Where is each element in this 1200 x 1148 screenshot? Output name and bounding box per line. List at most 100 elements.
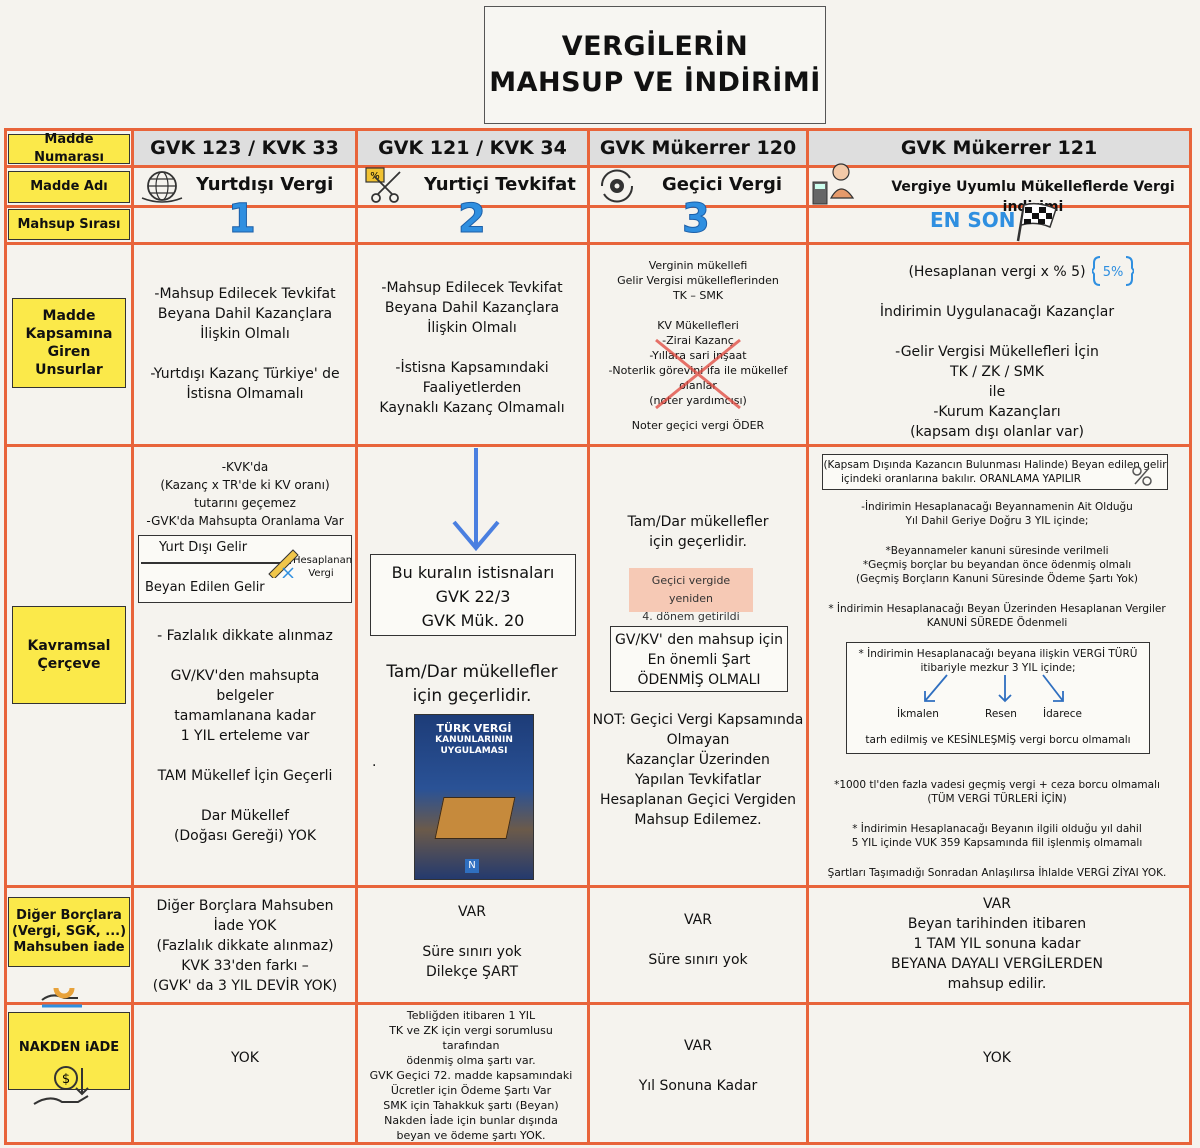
book-title-1: TÜRK VERGİ [436, 722, 512, 735]
row-label-nakden-text: NAKDEN iADE [18, 1040, 120, 1055]
hand-magnet-icon [41, 987, 82, 1008]
formula-denominator: Beyan Edilen Gelir [145, 580, 265, 595]
text-line: ÖDENMİŞ OLMALI [637, 672, 761, 688]
row-label-madde-numarasi: Madde Numarası [8, 132, 130, 165]
text-line: VAR [458, 904, 486, 920]
col-3-name: Geçici Vergi [662, 174, 783, 195]
text-line: Süre sınırı yok [422, 944, 522, 960]
text-line: KANUNİ SÜREDE Ödenmeli [926, 617, 1068, 629]
text-line: Beyana Dahil Kazançlara [157, 306, 333, 322]
text-line: -Mahsup Edilecek Tevkifat [154, 286, 336, 302]
odenmis-box: GV/KV' den mahsup için En önemli Şart ÖD… [610, 626, 788, 692]
scissors-percent-icon: % [365, 167, 401, 203]
text-line: Nakden İade için bunlar dışında [384, 1114, 558, 1127]
accountant-icon [812, 163, 855, 205]
text-line: TK ve ZK için vergi sorumlusu tarafından [389, 1024, 553, 1052]
text-line: *Beyannameler kanuni süresinde verilmeli [885, 545, 1109, 557]
svg-text:5%: 5% [1103, 265, 1124, 280]
grid-line [4, 205, 1192, 208]
text-line: -İstisna Kapsamındaki [395, 360, 549, 376]
kesinlesmis-text: tarh edilmiş ve KESİNLEŞMİŞ vergi borcu … [865, 734, 1131, 746]
diger-col-1: Diğer Borçlara Mahsuben İade YOK (Fazlal… [140, 896, 350, 996]
text-line: ödenmiş olma şartı var. [406, 1054, 536, 1067]
text-line: -İndirimin Hesaplanacağı Beyannamenin Ai… [861, 501, 1133, 513]
fraction-line [141, 562, 291, 564]
text-line: NOT: Geçici Vergi Kapsamında [592, 712, 804, 728]
text-line: 1 YIL erteleme var [180, 728, 310, 744]
hand-coin-icon: $ [33, 1066, 89, 1105]
grid-line [4, 1002, 1192, 1005]
text-line: GVK 22/3 [435, 587, 511, 606]
text-line: * İndirimin Hesaplanacağı beyana ilişkin… [858, 648, 1138, 660]
order-number-3: 3 [682, 196, 711, 243]
text-line: itibariyle mezkur 3 YIL içinde; [920, 662, 1076, 674]
diger-col-4: VAR Beyan tarihinden itibaren 1 TAM YIL … [812, 894, 1182, 994]
grid-line [4, 128, 7, 1144]
globe-icon [141, 171, 183, 203]
text-line: * İndirimin Hesaplanacağı Beyan Üzerinde… [828, 603, 1166, 615]
kavramsal-col-3-bottom: NOT: Geçici Vergi Kapsamında Olmayan Kaz… [592, 710, 804, 830]
text-line: (kapsam dışı olanlar var) [910, 424, 1084, 440]
nakden-col-3: VAR Yıl Sonuna Kadar [592, 1036, 804, 1096]
kavramsal-col-4-p1: -İndirimin Hesaplanacağı Beyannamenin Ai… [812, 500, 1182, 528]
text-line: Bu kuralın istisnaları [391, 563, 555, 582]
order-en-son: EN SON [930, 208, 1016, 232]
text-line: SMK için Tahakkuk şartı (Beyan) [383, 1099, 559, 1112]
row-label-madde-adi: Madde Adı [8, 171, 130, 203]
text-line: KVK 33'den farkı – [181, 958, 309, 974]
text-line: tutarını geçemez [194, 496, 296, 510]
text-line: Faaliyetlerden [422, 380, 522, 396]
row-label-kavramsal: Kavramsal Çerçeve [12, 606, 126, 704]
pencil-icon [268, 549, 299, 578]
percent-icon [1132, 466, 1152, 486]
text-line: Yapılan Tevkifatlar [634, 772, 762, 788]
text-line: TAM Mükellef İçin Geçerli [157, 768, 333, 784]
text-line: Tam/Dar mükellefler [627, 514, 769, 530]
oranlama-box: (Kapsam Dışında Kazancın Bulunması Halin… [822, 454, 1168, 490]
kavramsal-col-4-p2: *Beyannameler kanuni süresinde verilmeli… [812, 544, 1182, 586]
text-line: Dar Mükellef [200, 808, 290, 824]
formula-box: Yurt Dışı Gelir Beyan Edilen Gelir Hesap… [138, 535, 352, 603]
text-line: Gelir Vergisi mükelleflerinden [617, 274, 779, 287]
text-line: Kazançlar Üzerinden [626, 752, 770, 768]
kavramsal-col-4-p3: * İndirimin Hesaplanacağı Beyan Üzerinde… [812, 602, 1182, 630]
row-label-diger: Diğer Borçlara (Vergi, SGK, ...) Mahsube… [8, 897, 130, 967]
stray-dot: . [372, 754, 377, 770]
istisna-box: Bu kuralın istisnaları GVK 22/3 GVK Mük.… [370, 554, 576, 636]
text-line: (Hesaplanan vergi x % 5) [908, 264, 1086, 280]
kapsam-col-2: -Mahsup Edilecek Tevkifat Beyana Dahil K… [362, 278, 582, 418]
text-line: Dilekçe ŞART [425, 964, 519, 980]
nakden-col-1: YOK [231, 1050, 259, 1066]
text-line: VAR [983, 896, 1011, 912]
text-line: Noter geçici vergi ÖDER [631, 419, 765, 432]
text-line: ile [988, 384, 1006, 400]
text-line: TK – SMK [672, 289, 724, 302]
book-badge: N [465, 859, 479, 873]
spacer [592, 930, 804, 950]
text-line: VAR [684, 1038, 712, 1054]
kavramsal-col-4-p6: Şartları Taşımadığı Sonradan Anlaşılırsa… [827, 867, 1167, 879]
text-line: Beyan tarihinden itibaren [907, 916, 1087, 932]
text-line: Kaynaklı Kazanç Olmamalı [379, 400, 565, 416]
grid-line [355, 128, 358, 1144]
grid-line [587, 128, 590, 1144]
text-line: tamamlanana kadar [174, 708, 316, 724]
kapsam-col-4: (Hesaplanan vergi x % 5) İndirimin Uygul… [812, 262, 1182, 442]
vergi-turu-box: * İndirimin Hesaplanacağı beyana ilişkin… [846, 642, 1150, 754]
text-line: (Fazlalık dikkate alınmaz) [156, 938, 334, 954]
text-line: BEYANA DAYALI VERGİLERDEN [890, 956, 1104, 972]
diverging-arrows-icon [924, 674, 1064, 703]
down-arrow-icon [452, 448, 500, 552]
text-line: (Geçmiş Borçların Kanuni Süresinde Ödeme… [855, 573, 1139, 585]
grid-line [4, 165, 1192, 168]
text-line: * İndirimin Hesaplanacağı Beyanın ilgili… [852, 823, 1142, 835]
kavramsal-col-4-p5: * İndirimin Hesaplanacağı Beyanın ilgili… [812, 822, 1182, 850]
gear-cycle-icon [600, 169, 634, 203]
text-line: 1 TAM YIL sonuna kadar [913, 936, 1081, 952]
row-label-kapsam: Madde Kapsamına Giren Unsurlar [12, 298, 126, 388]
text-line: -Yıllara sari inşaat [649, 349, 747, 362]
spacer [592, 303, 804, 318]
spacer [812, 322, 1182, 342]
text-line: GVK Mük. 20 [421, 611, 525, 630]
svg-text:$: $ [62, 1072, 70, 1087]
